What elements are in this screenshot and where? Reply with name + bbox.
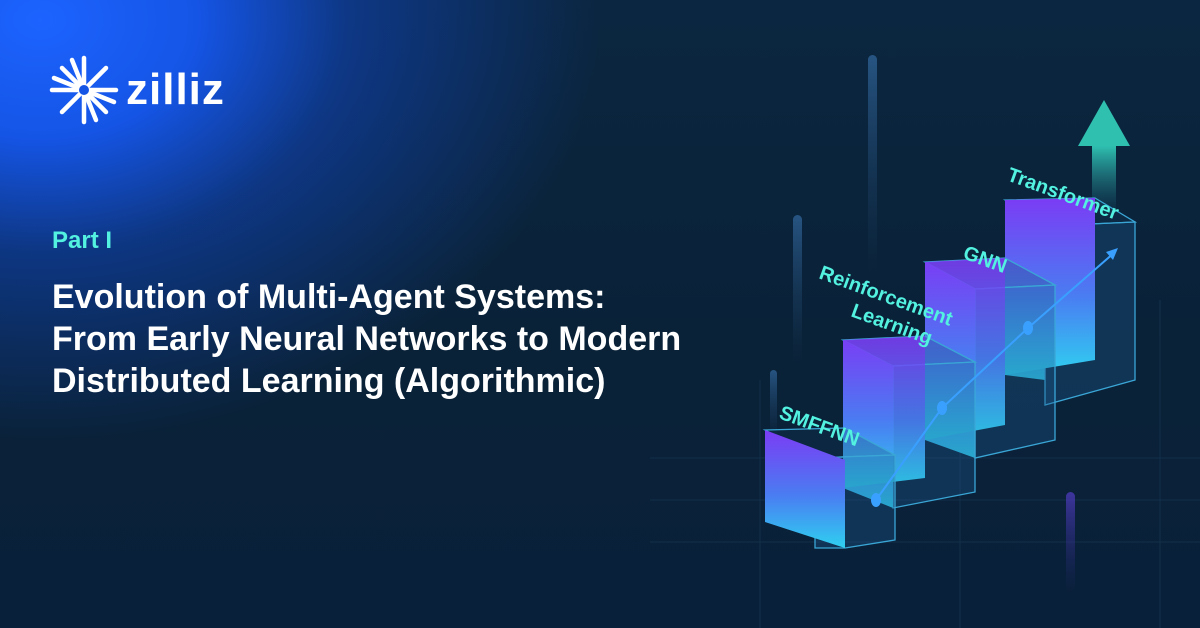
trend-line <box>871 248 1118 507</box>
block-gnn <box>922 257 1058 459</box>
trend-node <box>937 401 947 415</box>
block-reinforcement-learning <box>840 335 978 509</box>
decor-pillar <box>868 55 877 275</box>
trend-node <box>871 493 881 507</box>
page-title: Evolution of Multi-Agent Systems: From E… <box>52 276 772 402</box>
brand-logo[interactable]: zilliz <box>48 52 225 128</box>
trend-node <box>1023 321 1033 335</box>
title-line-3: Distributed Learning (Algorithmic) <box>52 362 606 400</box>
decor-pillar <box>1066 492 1075 592</box>
title-line-1: Evolution of Multi-Agent Systems: <box>52 278 606 316</box>
decor-pillar <box>793 215 802 365</box>
growth-arrow-icon <box>1078 100 1130 216</box>
brand-name: zilliz <box>126 65 225 114</box>
block-transformer <box>1002 197 1138 406</box>
title-line-2: From Early Neural Networks to Modern <box>52 320 682 358</box>
part-label: Part I <box>52 227 113 254</box>
block-smffnn <box>762 427 898 549</box>
starburst-icon <box>49 55 119 125</box>
decor-pillar <box>770 370 777 440</box>
